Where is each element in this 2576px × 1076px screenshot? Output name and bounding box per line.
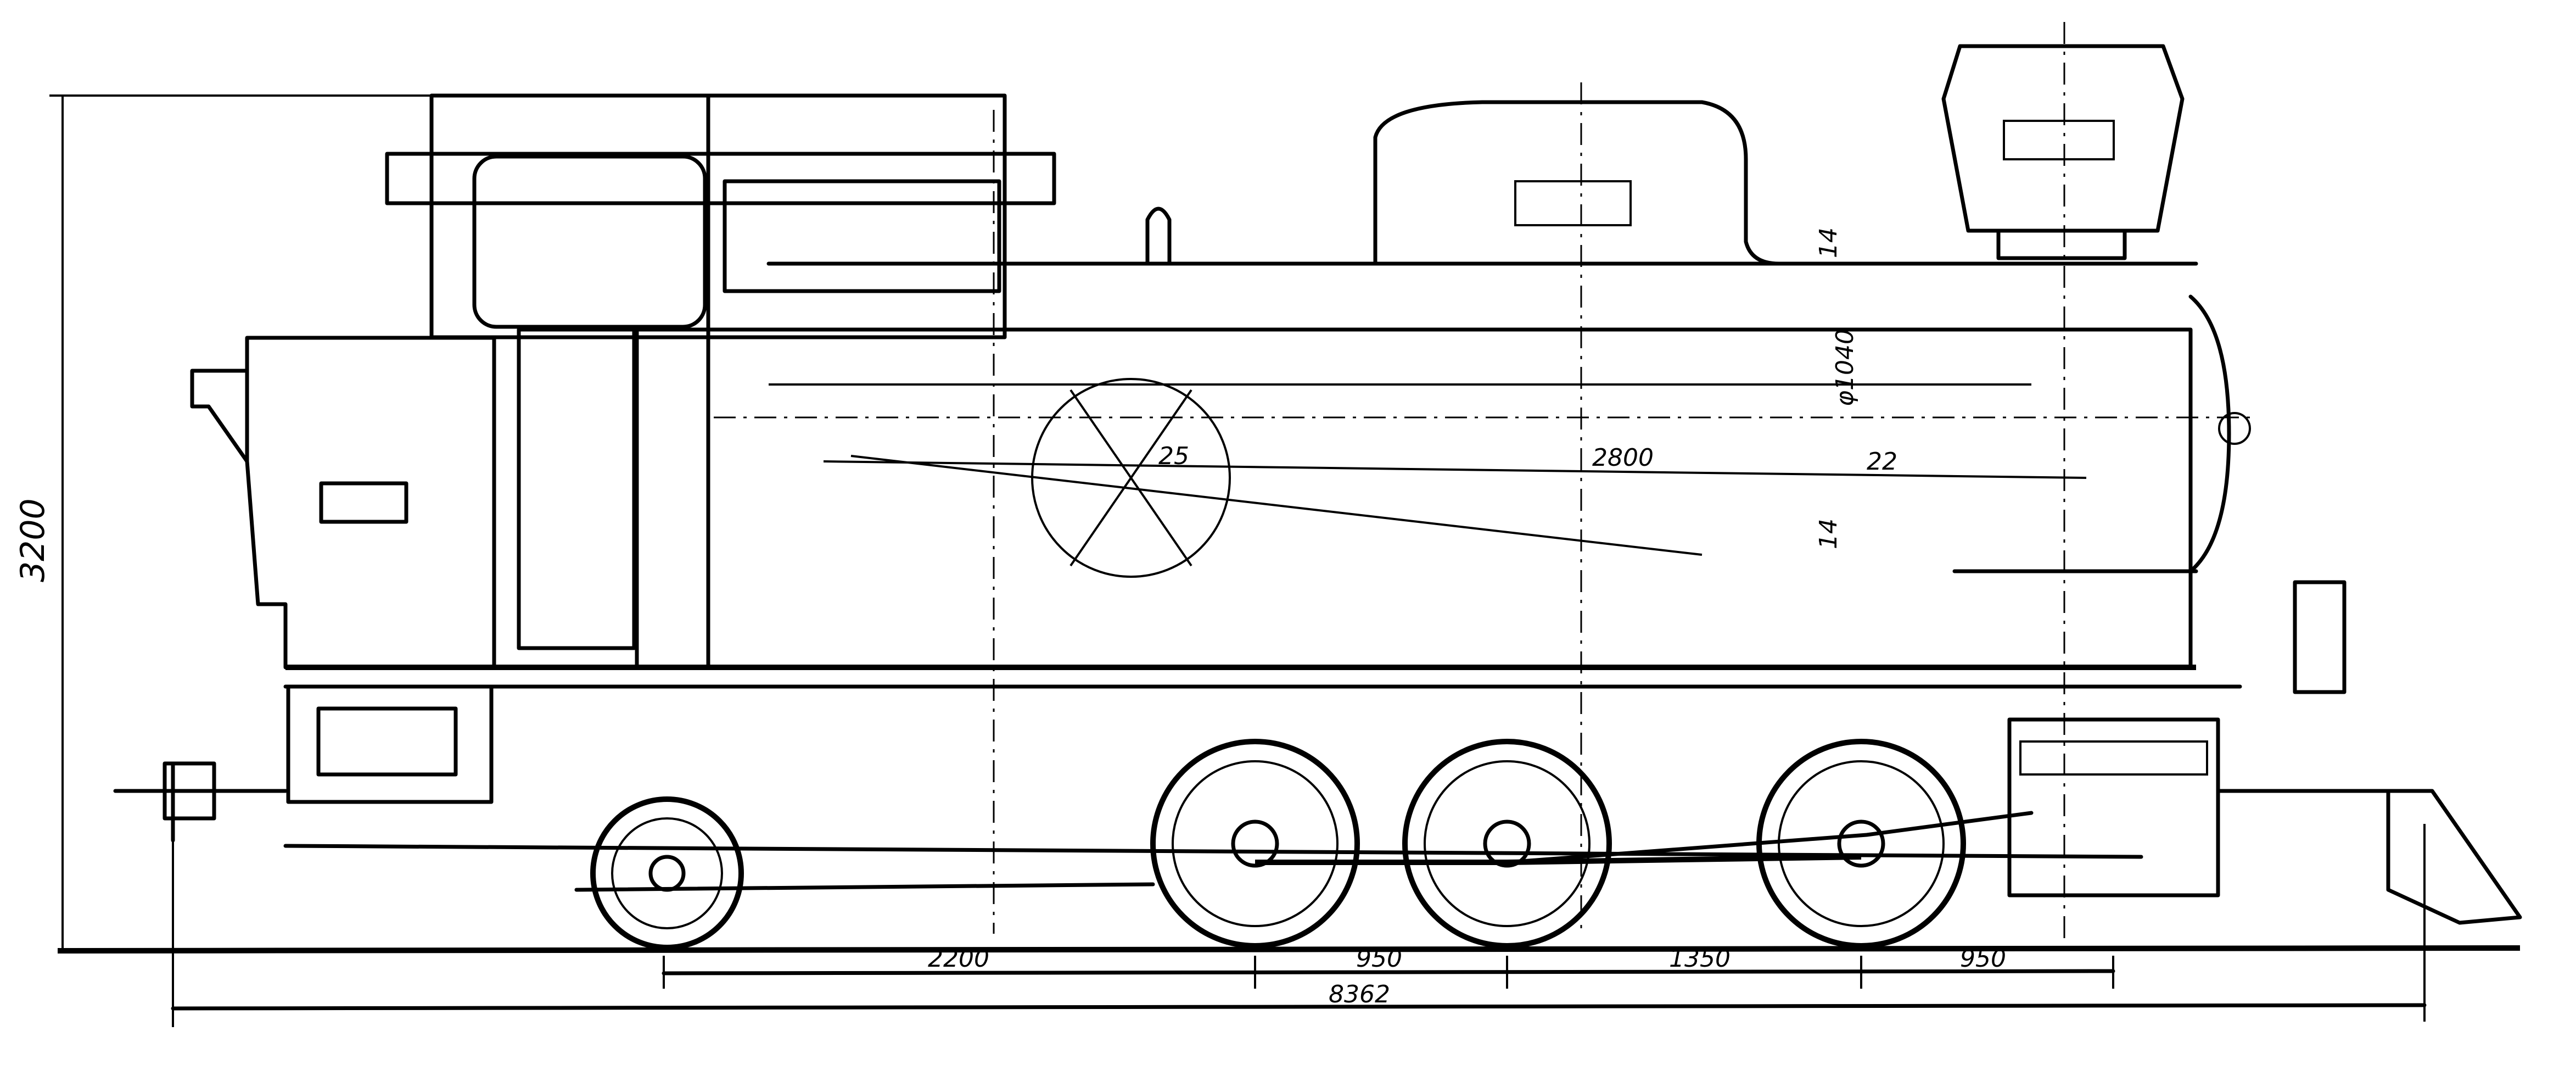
wheelbase-label-3: 1350 [1669,945,1731,973]
wheelbase-dimension: 2200 950 1350 950 [662,945,2115,989]
driving-wheel-1 [1150,739,1360,949]
side-tank [635,110,2193,934]
boiler-diameter-label: φ1040 [1831,329,1859,406]
coal-bunker [190,336,496,670]
trailing-wheel [590,796,744,950]
boiler [714,261,2251,573]
boiler-top-offset-label: 14 [1815,227,1843,258]
front-buffer-and-plow [2216,580,2522,925]
driving-wheel-3 [1756,739,1966,949]
wheelbase-label-1: 2200 [928,945,989,973]
height-dimension: 3200 [14,94,439,951]
cab [385,93,1056,670]
connecting-rod [1505,811,2034,865]
rear-buffer [113,761,288,843]
tube-label-right: 22 [1867,448,1897,476]
rail-line [57,945,2521,954]
height-label: 3200 [14,498,52,582]
boiler-length-label: 2800 [1592,444,1654,472]
boiler-bottom-offset-label: 14 [1815,519,1843,549]
cylinder [2007,717,2220,897]
steam-dome [1373,82,1781,934]
frame [283,665,2242,892]
overall-length-label: 8362 [1329,980,1390,1008]
wheelbase-label-2: 950 [1356,945,1402,973]
overall-length-dimension: 8362 [171,824,2427,1027]
chimney [1941,22,2185,956]
safety-valve [1145,207,1172,266]
driving-wheel-2 [1402,739,1612,949]
tube-label-left: 25 [1158,442,1189,470]
wheelbase-label-4: 950 [1960,945,2006,973]
